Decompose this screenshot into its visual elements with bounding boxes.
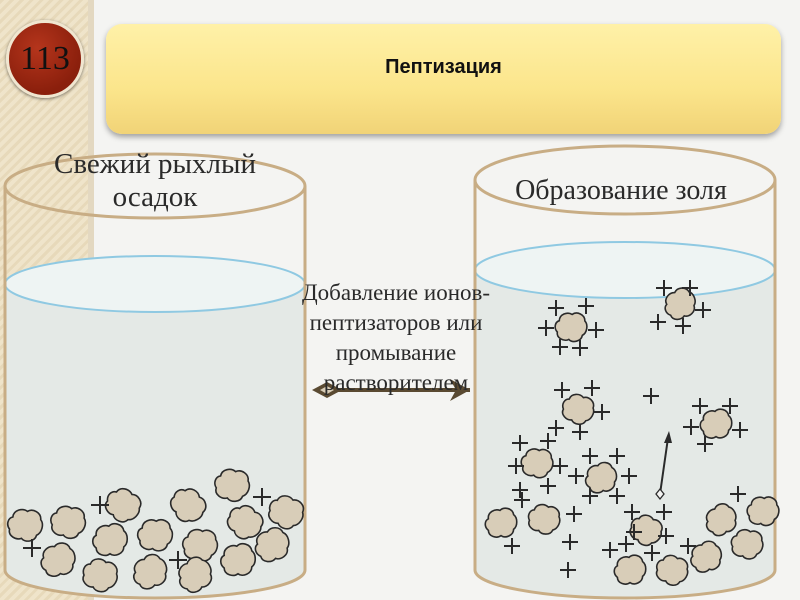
plus-sign-icon [504,538,520,554]
plus-sign-icon [572,340,588,356]
plus-sign-icon [656,280,672,296]
plus-sign-icon [602,542,618,558]
plus-sign-icon [643,388,659,404]
plus-sign-icon [618,536,634,552]
slide-title: Пептизация [385,55,502,78]
plus-sign-icon [692,398,708,414]
left-beaker-liquid-surface [4,255,306,313]
sol-particle [484,507,518,538]
sol-particle [613,554,647,585]
sol-particles [484,280,782,591]
plus-sign-icon [697,436,713,452]
plus-sign-icon [538,320,554,336]
plus-sign-icon [626,524,642,540]
plus-sign-icon [508,458,524,474]
title-banner: Пептизация [106,24,781,134]
plus-sign-icon [548,420,564,436]
plus-sign-icon [572,424,588,440]
plus-sign-icon [609,488,625,504]
plus-sign-icon [680,538,696,554]
plus-sign-icon [169,551,187,569]
plus-sign-icon [730,486,746,502]
plus-sign-icon [560,562,576,578]
plus-sign-icon [588,322,604,338]
plus-sign-icon [650,314,666,330]
left-sediment [3,463,311,598]
plus-sign-icon [658,528,674,544]
plus-sign-icon [682,280,698,296]
sediment-particle [219,543,257,577]
right-beaker-bottom [473,569,777,600]
motion-arrow [655,431,672,501]
plus-sign-icon [584,380,600,396]
plus-sign-icon [683,419,699,435]
plus-sign-icon [594,404,610,420]
plus-sign-icon [578,298,594,314]
process-label: Добавление ионов-пептизаторов или промыв… [301,280,491,395]
left-beaker-bottom [3,569,307,600]
sediment-particle [91,523,129,557]
plus-sign-icon [582,448,598,464]
process-arrow [312,379,470,401]
plus-sign-icon [675,318,691,334]
sol-particle [699,408,733,439]
plus-sign-icon [91,496,109,514]
plus-sign-icon [548,300,564,316]
plus-sign-icon [621,468,637,484]
plus-sign-icon [624,504,640,520]
plus-sign-icon [695,302,711,318]
right-beaker-label: Образование золя [515,175,727,206]
plus-sign-icon [566,506,582,522]
plus-sign-icon [540,478,556,494]
plus-sign-icon [568,468,584,484]
plus-sign-icon [554,382,570,398]
plus-sign-icon [582,488,598,504]
plus-sign-icon [552,339,568,355]
plus-sign-icon [514,492,530,508]
plus-sign-icon [644,545,660,561]
plus-sign-icon [540,433,556,449]
plus-sign-icon [552,458,568,474]
plus-sign-icon [722,398,738,414]
left-beaker-label: Свежий рыхлый осадок [53,148,257,214]
plus-sign-icon [23,539,41,557]
slide-number-badge: 113 [6,20,84,98]
plus-sign-icon [512,482,528,498]
plus-sign-icon [562,534,578,550]
plus-sign-icon [732,422,748,438]
plus-sign-icon [253,488,271,506]
plus-sign-icon [512,435,528,451]
plus-sign-icon [609,448,625,464]
plus-sign-icon [656,504,672,520]
right-beaker-liquid-surface [474,241,776,299]
